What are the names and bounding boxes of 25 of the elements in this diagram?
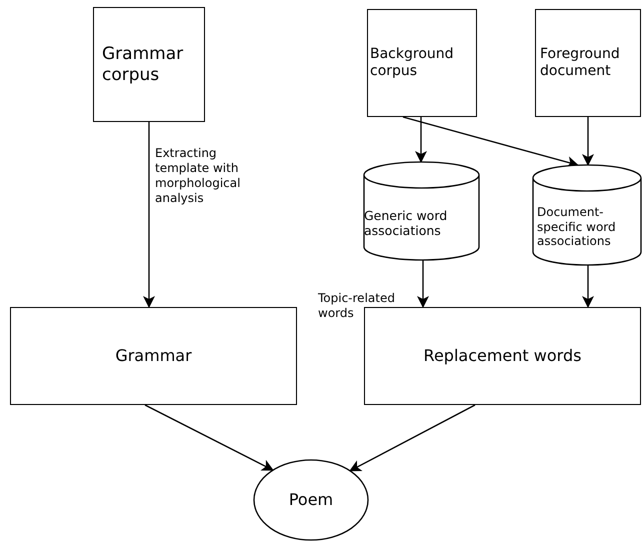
arrow <box>415 117 427 163</box>
output-ellipse <box>254 460 368 540</box>
arrow <box>582 117 594 166</box>
source-box <box>367 9 477 117</box>
node-label: Grammar <box>115 346 192 366</box>
arrow <box>349 404 476 472</box>
process-box <box>364 307 641 405</box>
arrow <box>143 122 155 308</box>
source-box <box>93 7 205 122</box>
node-label: Foreground document <box>540 46 621 80</box>
arrow <box>144 404 274 471</box>
arrow <box>582 265 594 308</box>
node-label: Grammar corpus <box>102 44 184 85</box>
source-box <box>535 9 641 117</box>
node-label: Generic word associations <box>364 208 448 238</box>
arrow <box>417 260 429 308</box>
node-label: Document-specific word associations <box>537 205 617 249</box>
process-box <box>10 307 297 405</box>
node-label: Replacement words <box>424 346 582 366</box>
edge-label: Topic-related words <box>318 291 396 321</box>
node-label: Background corpus <box>370 46 455 80</box>
database-cylinder <box>533 165 641 265</box>
node-label: Poem <box>288 490 334 510</box>
database-cylinder <box>364 162 479 260</box>
edge-label: Extracting template with morphological analysis <box>155 146 242 206</box>
